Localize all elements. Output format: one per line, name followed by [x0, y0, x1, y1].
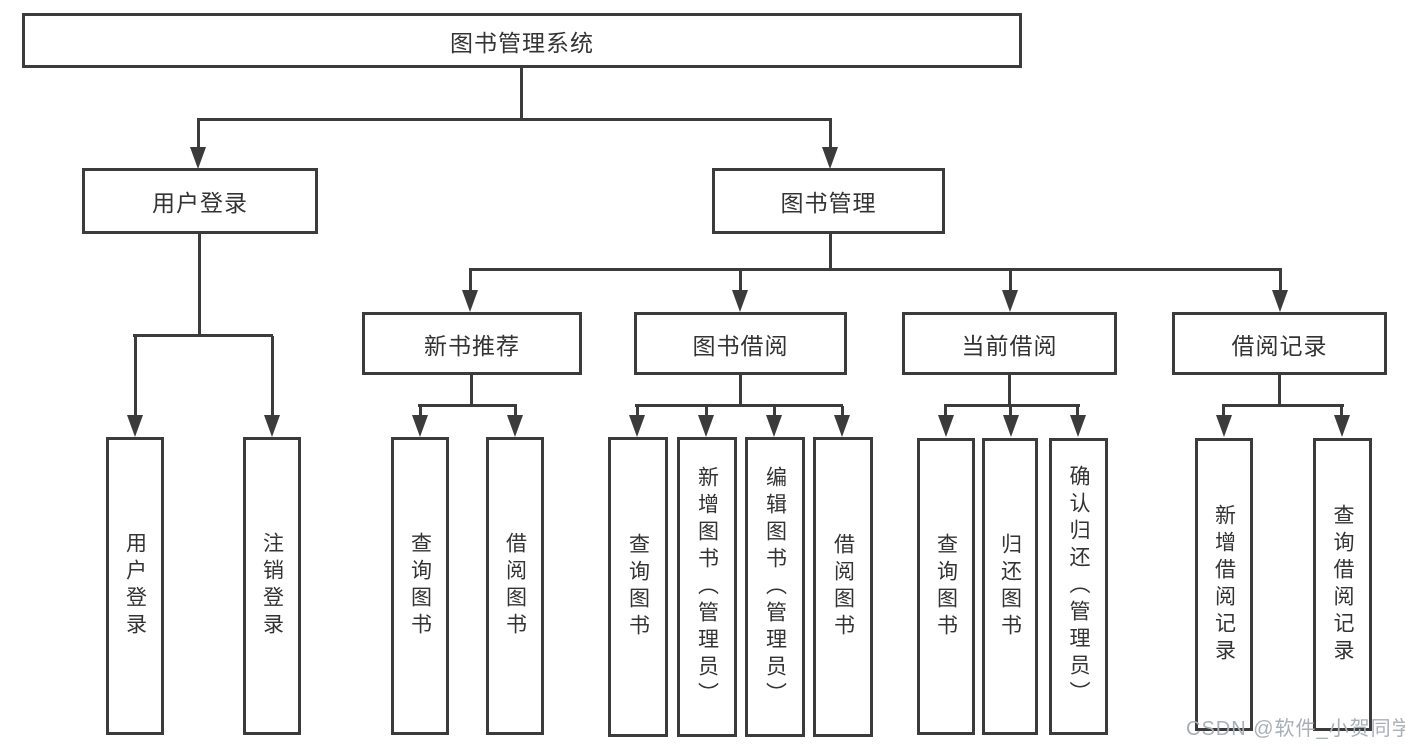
arrow-down [732, 290, 748, 312]
arrow-down [698, 415, 714, 437]
node-label: 归还图书 [998, 532, 1022, 641]
arrow-down [629, 415, 645, 437]
node-label: 新增图书（管理员） [695, 465, 719, 709]
arrow-down [834, 415, 850, 437]
node-library-management-system: 图书管理系统 [22, 13, 1022, 68]
connector-level2-hline [197, 118, 832, 121]
node-book-management: 图书管理 [712, 168, 945, 234]
node-label: 图书管理系统 [450, 29, 594, 56]
connector-stem [1340, 406, 1343, 417]
leaf-user-login: 用户登录 [106, 437, 164, 735]
leaf-borrow-query-book: 查询图书 [608, 437, 668, 737]
connector-stem [1222, 406, 1225, 417]
node-borrow-records: 借阅记录 [1172, 312, 1387, 375]
leaf-current-query-book: 查询图书 [917, 438, 975, 735]
leaf-current-confirm-return-admin: 确认归还（管理员） [1049, 438, 1108, 735]
node-label: 查询图书 [408, 532, 432, 640]
arrow-down [264, 415, 280, 437]
node-label: 借阅图书 [503, 532, 527, 640]
connector-root-stem [520, 67, 523, 119]
arrow-down [190, 147, 206, 169]
connector-recommend-hline [418, 404, 517, 407]
node-user-login: 用户登录 [82, 168, 318, 234]
node-label: 用户登录 [152, 190, 248, 216]
arrow-down [822, 147, 838, 169]
arrow-down [1334, 415, 1350, 437]
arrow-down [462, 290, 478, 312]
node-label: 图书借阅 [692, 332, 789, 359]
arrow-down [1003, 415, 1019, 437]
connector-stem [829, 120, 832, 148]
arrow-down [1070, 415, 1086, 437]
connector-level3-hline [469, 268, 1282, 271]
connector-records-hline [1222, 404, 1344, 407]
connector-stem [944, 406, 947, 417]
node-label: 查询图书 [626, 533, 650, 641]
leaf-logout: 注销登录 [243, 437, 301, 735]
arrow-down [1272, 290, 1288, 312]
connector-stem [134, 336, 137, 417]
node-new-book-recommend: 新书推荐 [362, 312, 582, 375]
node-label: 借阅记录 [1231, 332, 1328, 359]
connector-current-hline [944, 404, 1080, 407]
connector-stem [1076, 406, 1079, 417]
leaf-borrow-borrow-book: 借阅图书 [813, 437, 873, 737]
connector-stem [197, 120, 200, 148]
connector-stem [419, 406, 422, 417]
connector-stem [1279, 270, 1282, 291]
node-label: 编辑图书（管理员） [763, 465, 787, 709]
arrow-down [127, 415, 143, 437]
arrow-down [1216, 415, 1232, 437]
connector-stem [705, 406, 708, 417]
node-label: 图书管理 [780, 190, 877, 216]
leaf-records-add-borrow-record: 新增借阅记录 [1195, 438, 1253, 731]
node-label: 用户登录 [123, 532, 147, 640]
connector-userlogin-stem [198, 234, 201, 335]
node-label: 查询借阅记录 [1331, 503, 1355, 666]
node-label: 确认归还（管理员） [1067, 465, 1091, 708]
connector-stem [841, 406, 844, 417]
leaf-borrow-add-book-admin: 新增图书（管理员） [677, 437, 737, 737]
arrow-down [412, 415, 428, 437]
connector-borrow-stem [739, 375, 742, 406]
connector-stem [271, 336, 274, 417]
node-label: 借阅图书 [831, 533, 855, 641]
node-label: 新增借阅记录 [1212, 503, 1236, 666]
node-label: 查询图书 [934, 532, 958, 641]
connector-stem [1009, 270, 1012, 291]
arrow-down [1002, 290, 1018, 312]
connector-stem [636, 406, 639, 417]
arrow-down [938, 415, 954, 437]
leaf-current-return-book: 归还图书 [982, 438, 1038, 735]
connector-stem [514, 406, 517, 417]
node-label: 当前借阅 [961, 332, 1058, 359]
arrow-down [766, 415, 782, 437]
connector-stem [469, 270, 472, 291]
connector-borrow-hline [635, 404, 843, 407]
connector-recommend-stem [470, 375, 473, 406]
leaf-recommend-borrow-book: 借阅图书 [486, 437, 544, 735]
connector-stem [739, 270, 742, 291]
node-label: 新书推荐 [424, 332, 520, 359]
leaf-records-query-borrow-record: 查询借阅记录 [1313, 438, 1372, 731]
connector-bookmgmt-stem [829, 234, 832, 270]
connector-stem [1009, 406, 1012, 417]
arrow-down [507, 415, 523, 437]
node-current-borrow: 当前借阅 [902, 312, 1117, 375]
node-book-borrow: 图书借阅 [634, 312, 847, 375]
connector-current-stem [1008, 375, 1011, 406]
connector-userlogin-hline [133, 334, 273, 337]
node-label: 注销登录 [260, 532, 284, 640]
leaf-recommend-query-book: 查询图书 [391, 437, 449, 735]
leaf-borrow-edit-book-admin: 编辑图书（管理员） [745, 437, 805, 737]
connector-records-stem [1278, 375, 1281, 406]
csdn-watermark: CSDN @软件_小贺同学 [1186, 718, 1405, 740]
connector-stem [773, 406, 776, 417]
